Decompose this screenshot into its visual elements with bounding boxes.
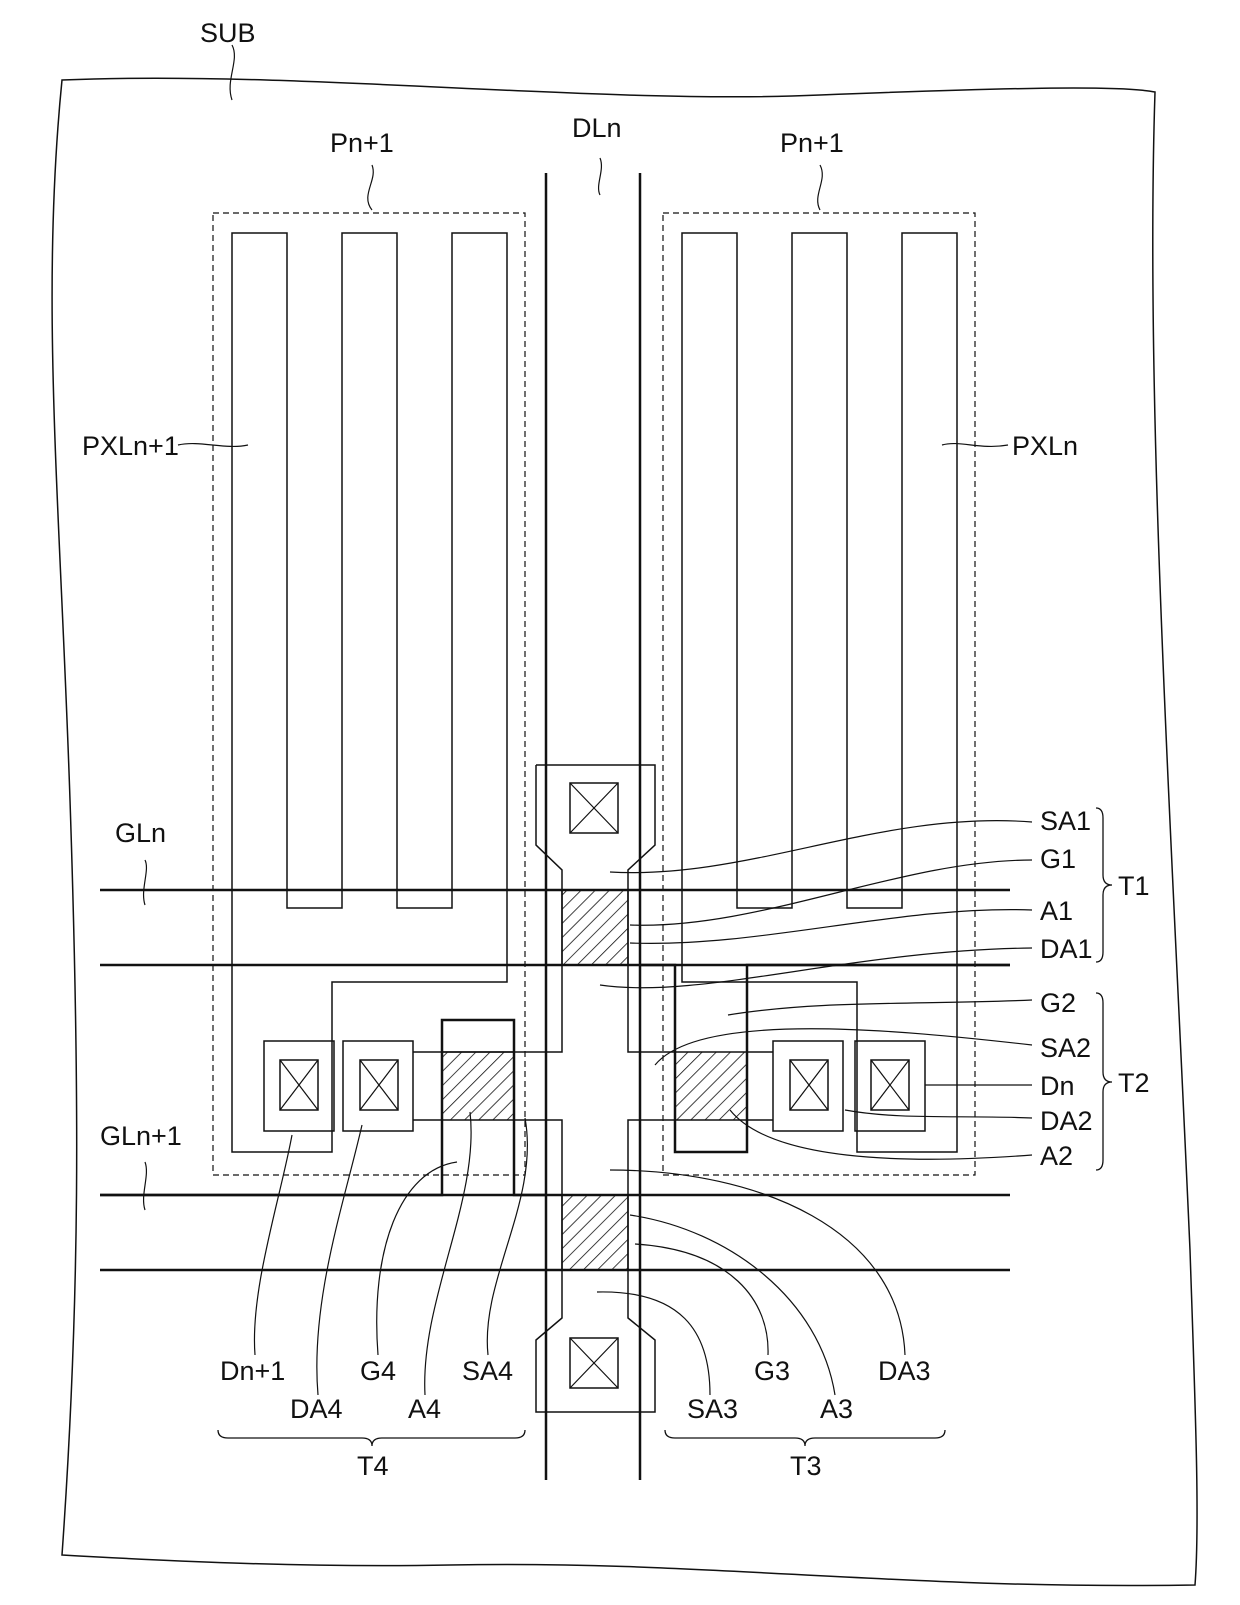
- label-dn1: Dn+1: [220, 1356, 285, 1386]
- label-sub: SUB: [200, 18, 256, 48]
- label-g1: G1: [1040, 844, 1076, 874]
- active-region-a3: [562, 1195, 628, 1270]
- label-a2: A2: [1040, 1141, 1073, 1171]
- drain-link-da2: [747, 1052, 773, 1120]
- label-a3: A3: [820, 1394, 853, 1424]
- label-t2: T2: [1118, 1068, 1150, 1098]
- label-dln: DLn: [572, 113, 622, 143]
- pixel-region-right: [663, 213, 975, 1175]
- label-dn: Dn: [1040, 1071, 1075, 1101]
- leader-lines: [144, 45, 1032, 1395]
- brace-t4: [218, 1430, 525, 1446]
- active-region-a2: [675, 1052, 747, 1120]
- brace-t1: [1096, 808, 1112, 962]
- label-t3: T3: [790, 1451, 822, 1481]
- pixel-electrode-right: [682, 233, 957, 1152]
- label-sa4: SA4: [462, 1356, 513, 1386]
- label-g2: G2: [1040, 988, 1076, 1018]
- brace-t2: [1096, 993, 1112, 1170]
- active-region-a4: [442, 1052, 514, 1120]
- label-sa3: SA3: [687, 1394, 738, 1424]
- label-da2: DA2: [1040, 1106, 1093, 1136]
- label-a4: A4: [408, 1394, 441, 1424]
- drain-link-da4: [413, 1052, 442, 1120]
- label-t1: T1: [1118, 871, 1150, 901]
- brace-t3: [665, 1430, 945, 1446]
- label-da4: DA4: [290, 1394, 343, 1424]
- active-region-a1: [562, 890, 628, 965]
- label-pixel-region-right: Pn+1: [780, 128, 844, 158]
- pixel-region-left: [213, 213, 525, 1175]
- label-gate-line-n1: GLn+1: [100, 1121, 182, 1151]
- label-pixel-electrode-right: PXLn: [1012, 431, 1078, 461]
- label-g3: G3: [754, 1356, 790, 1386]
- label-gate-line-n: GLn: [115, 818, 166, 848]
- contact-pad-dn: [855, 1041, 925, 1131]
- label-t4: T4: [357, 1451, 389, 1481]
- label-da3: DA3: [878, 1356, 931, 1386]
- contact-pad-dn1: [264, 1041, 334, 1131]
- label-a1: A1: [1040, 896, 1073, 926]
- label-g4: G4: [360, 1356, 396, 1386]
- pixel-electrode-left: [232, 233, 507, 1152]
- label-da1: DA1: [1040, 934, 1093, 964]
- label-sa1: SA1: [1040, 806, 1091, 836]
- label-pixel-electrode-left: PXLn+1: [82, 431, 179, 461]
- label-pixel-region-left: Pn+1: [330, 128, 394, 158]
- label-sa2: SA2: [1040, 1033, 1091, 1063]
